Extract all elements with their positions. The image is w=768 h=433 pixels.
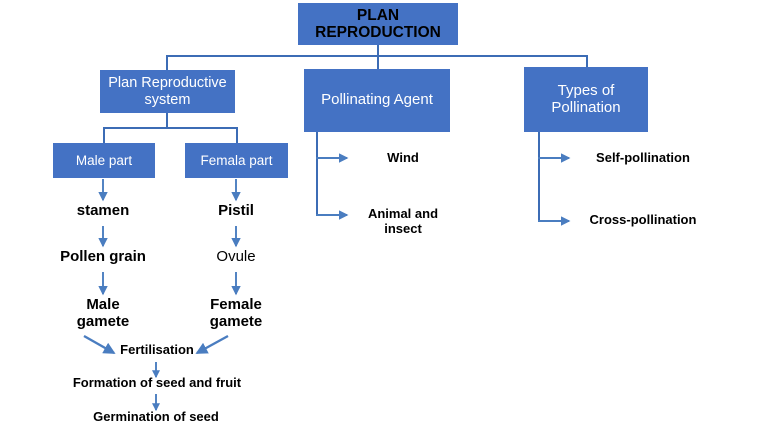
- node-female-part[interactable]: Femala part: [185, 143, 288, 178]
- connector-drop-reproductive-system: [166, 55, 168, 70]
- connector-drop-female-part: [236, 127, 238, 143]
- node-self-pollination: Self-pollination: [596, 150, 690, 165]
- connector-drop-pollinating-agent: [377, 55, 379, 69]
- arrow-male-gamete-to-fertilisation: [83, 334, 116, 355]
- node-plan-reproductive-system[interactable]: Plan Reproductive system: [100, 70, 235, 113]
- node-female-gamete: Female gamete: [209, 296, 263, 331]
- node-cross-pollination: Cross-pollination: [589, 212, 697, 227]
- connector-pollinating-spine: [316, 132, 318, 216]
- node-pollinating-agent[interactable]: Pollinating Agent: [304, 69, 450, 132]
- connector-parts-bus: [103, 127, 237, 129]
- node-ovule: Ovule: [216, 248, 256, 265]
- connector-drop-types-of-pollination: [586, 55, 588, 67]
- node-male-part[interactable]: Male part: [53, 143, 155, 178]
- node-male-gamete: Male gamete: [76, 296, 130, 331]
- connector-level1-bus: [166, 55, 587, 57]
- connector-title-trunk: [377, 45, 379, 56]
- node-formation-of-seed-and-fruit: Formation of seed and fruit: [72, 375, 242, 390]
- connector-pollination-types-spine: [538, 132, 540, 222]
- node-animal-and-insect: Animal and insect: [367, 206, 439, 236]
- node-fertilisation: Fertilisation: [120, 342, 194, 357]
- node-pistil: Pistil: [218, 202, 254, 219]
- connector-drop-male-part: [103, 127, 105, 143]
- node-plan-reproduction[interactable]: PLAN REPRODUCTION: [298, 3, 458, 45]
- node-wind: Wind: [387, 150, 419, 165]
- connector-reproductive-trunk: [166, 112, 168, 128]
- node-germination-of-seed: Germination of seed: [93, 409, 219, 424]
- node-pollen-grain: Pollen grain: [60, 248, 146, 265]
- node-stamen: stamen: [76, 202, 130, 219]
- node-types-of-pollination[interactable]: Types of Pollination: [524, 67, 648, 132]
